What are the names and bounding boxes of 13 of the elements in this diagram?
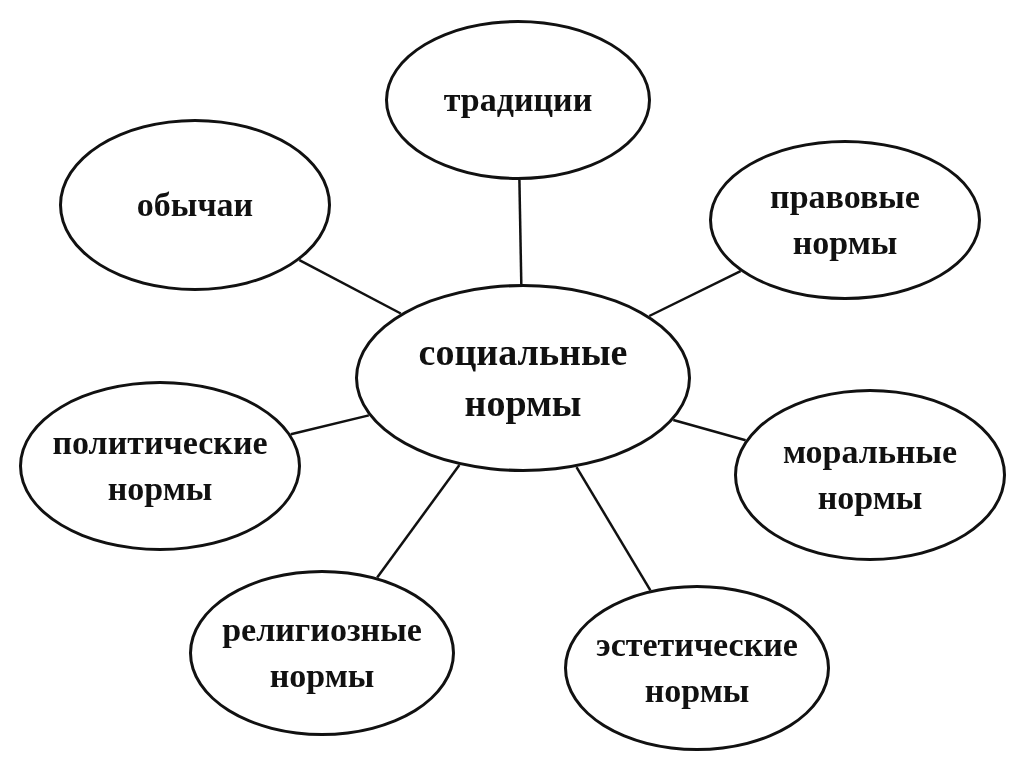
node-label: правовые нормы [769,177,921,263]
connector-line [376,464,461,579]
node-label: религиозные нормы [221,610,423,696]
node-label: политические нормы [51,423,269,509]
connector-line [518,179,523,285]
node-label: социальные нормы [417,329,629,426]
node-label: эстетические нормы [595,625,799,711]
connector-line [298,259,402,315]
connector-line [648,270,742,318]
node-label: обычаи [136,185,254,226]
connector-line [575,466,652,591]
node-label: моральные нормы [781,432,959,518]
node-label: традиции [443,80,593,121]
